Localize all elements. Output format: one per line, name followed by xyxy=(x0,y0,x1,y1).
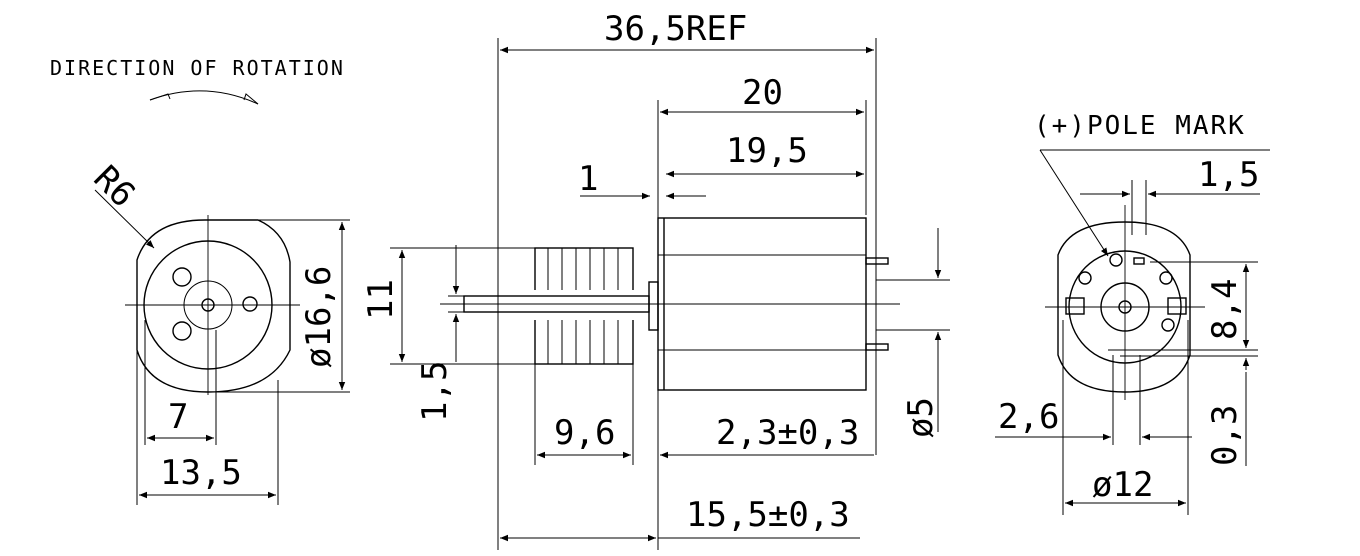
rear-hole-1 xyxy=(1078,271,1092,285)
rotation-note: DIRECTION OF ROTATION xyxy=(50,56,345,80)
rear-terminal-left xyxy=(1065,297,1085,315)
rear-view: (+)POLE MARK 1,5 8,4 0,3 xyxy=(995,111,1270,515)
rear-hole-2 xyxy=(1159,271,1173,285)
body-inner-length-label: 19,5 xyxy=(726,131,808,171)
radius-label: R6 xyxy=(86,158,143,215)
terminal-height-label: 8,4 xyxy=(1205,279,1245,340)
rear-diameter-label: ø12 xyxy=(1092,465,1153,505)
shaft-offset-label: 1,5 xyxy=(415,361,455,422)
front-hole-3 xyxy=(242,296,258,312)
pole-offset-label: 1,5 xyxy=(1198,155,1259,195)
rear-hole-3 xyxy=(1161,318,1175,332)
width-13-5-label: 13,5 xyxy=(160,453,242,493)
rear-small-label: 0,3 xyxy=(1205,405,1245,466)
terminal-bottom xyxy=(865,343,889,351)
terminal-length-label: 2,3±0,3 xyxy=(716,413,859,453)
shaft-to-body-label: 15,5±0,3 xyxy=(686,495,850,535)
flange xyxy=(648,281,659,331)
pole-mark-icon xyxy=(1109,253,1123,267)
weight-length-label: 9,6 xyxy=(554,413,615,453)
overall-length-label: 36,5REF xyxy=(604,9,747,49)
terminal-top xyxy=(865,257,889,265)
body-diameter-label: ø16,6 xyxy=(299,266,339,368)
terminal-spacing-label: ø5 xyxy=(901,397,941,438)
rear-housing xyxy=(1057,221,1191,393)
shaft-height-label: 11 xyxy=(361,279,401,320)
front-view: DIRECTION OF ROTATION R6 ø16,6 7 xyxy=(50,56,350,505)
rotation-arrow-icon xyxy=(149,90,259,105)
side-view: 36,5REF 20 19,5 1 xyxy=(361,9,950,550)
front-hole-1 xyxy=(172,267,192,287)
front-hole-2 xyxy=(172,321,192,341)
body-length-label: 20 xyxy=(742,73,783,113)
front-housing xyxy=(136,219,291,393)
pole-mark-note: (+)POLE MARK xyxy=(1034,111,1246,141)
rear-offset-label: 2,6 xyxy=(998,397,1059,437)
rear-terminal-right xyxy=(1167,297,1187,315)
flange-thickness-label: 1 xyxy=(578,159,598,199)
offset-7-label: 7 xyxy=(168,397,188,437)
